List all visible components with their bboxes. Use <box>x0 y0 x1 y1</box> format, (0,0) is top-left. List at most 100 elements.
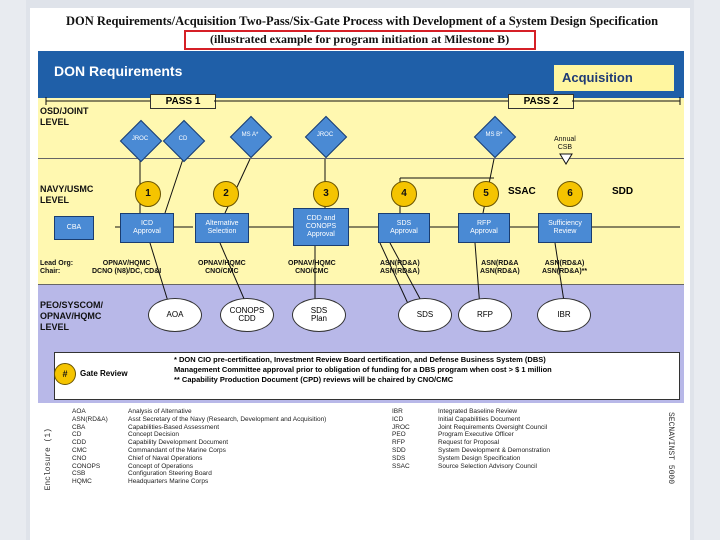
level-navy-line1: NAVY/USMC <box>40 184 94 194</box>
glossary-def: Analysis of Alternative <box>128 408 192 415</box>
lead-col-2-chair: CNO/CMC <box>205 268 239 275</box>
note-line-1: * DON CIO pre-certification, Investment … <box>174 355 546 364</box>
cdd-and-label: CDD and <box>306 215 336 222</box>
sufficiency-label: Sufficiency <box>548 220 582 227</box>
rfp-approval-box: RFP Approval <box>458 213 510 243</box>
lead-col-5-chair: ASN(RD&A) <box>480 268 520 275</box>
ms-b-label: MS B* <box>485 132 503 138</box>
lead-col-6: ASN(RD&A) ASN(RD&A)** <box>542 260 587 276</box>
alternative-selection-box: Alternative Selection <box>195 213 249 243</box>
glossary-abbr: ICD <box>392 415 404 423</box>
glossary-def: Joint Requirements Oversight Council <box>438 423 548 431</box>
slide-left-edge <box>0 0 26 540</box>
glossary-def: Concept Decision <box>128 431 179 439</box>
cdd-approval-label: Approval <box>307 231 335 238</box>
glossary-abbr: CNO <box>72 454 87 462</box>
glossary-abbr: AOA <box>72 408 86 415</box>
requirements-heading: DON Requirements <box>54 63 183 79</box>
glossary-abbr: ASN(RD&A) <box>72 415 108 423</box>
annual-csb-label: Annual CSB <box>554 136 576 152</box>
gate-4-circle: 4 <box>391 181 417 207</box>
level-divider <box>38 284 684 285</box>
ms-a-label: MS A* <box>241 132 259 138</box>
cdd-conops-approval-box: CDD and CONOPS Approval <box>293 208 349 246</box>
icd-approval-box: ICD Approval <box>120 213 174 243</box>
gate-6-circle: 6 <box>557 181 583 207</box>
note-line-2: Management Committee approval prior to o… <box>174 365 552 374</box>
glossary-abbr: SDS <box>392 454 406 462</box>
glossary-abbr: SSAC <box>392 462 410 470</box>
lead-col-6-org: ASN(RD&A) <box>544 260 585 267</box>
lead-col-4-org: ASN(RD&A) <box>380 260 420 267</box>
glossary-def: Chief of Naval Operations <box>128 454 203 462</box>
level-peo-line2: OPNAV/HQMC <box>40 311 102 321</box>
annual-label: Annual <box>554 136 576 143</box>
ibr-oval: IBR <box>537 298 591 332</box>
chair-text: Chair: <box>40 268 61 275</box>
lead-col-4: ASN(RD&A) ASN(RD&A) <box>380 260 420 276</box>
lead-col-4-chair: ASN(RD&A) <box>380 268 420 275</box>
glossary-abbr: CD <box>72 431 82 439</box>
slide-right-edge <box>694 0 720 540</box>
level-osd: OSD/JOINT LEVEL <box>40 106 89 128</box>
glossary-def: Initial Capabilities Document <box>438 415 521 423</box>
acquisition-heading-box: Acquisition <box>554 65 674 91</box>
lead-col-5: ASN(RD&A ASN(RD&A) <box>480 260 520 276</box>
glossary-def: Commandant of the Marine Corps <box>128 446 226 454</box>
lead-col-2: OPNAV/HQMC CNO/CMC <box>198 260 246 276</box>
glossary-abbr: JROC <box>392 423 410 431</box>
level-osd-line1: OSD/JOINT <box>40 106 89 116</box>
csb-label: CSB <box>557 144 573 151</box>
level-navy: NAVY/USMC LEVEL <box>40 184 93 206</box>
level-osd-line2: LEVEL <box>40 117 70 127</box>
lead-col-6-chair: ASN(RD&A)** <box>542 268 588 275</box>
glossary-abbr: RFP <box>392 439 405 447</box>
icd-approval-label: Approval <box>133 228 161 235</box>
gate-1-circle: 1 <box>135 181 161 207</box>
sds-plan-sds-label: SDS <box>310 306 328 315</box>
glossary-def: Program Executive Officer <box>438 431 514 439</box>
glossary-abbr: CBA <box>72 423 86 431</box>
rfp-oval: RFP <box>458 298 512 332</box>
lead-org-text: Lead Org: <box>40 260 74 267</box>
conops-cdd-oval: CONOPS CDD <box>220 298 274 332</box>
glossary-left-abbr: AOA ASN(RD&A) CBA CD CDD CMC CNO CONOPS … <box>72 408 108 486</box>
document-page: DON Requirements/Acquisition Two-Pass/Si… <box>30 8 690 540</box>
rfp-approval-label: Approval <box>470 228 498 235</box>
conops-oval-label: CONOPS <box>229 306 265 315</box>
cdd-oval-label: CDD <box>238 314 256 323</box>
glossary-left-def: Analysis of Alternative Asst Secretary o… <box>128 408 326 486</box>
review-label: Review <box>553 228 577 235</box>
glossary-abbr: IBR <box>392 408 403 415</box>
conops-label: CONOPS <box>305 223 337 230</box>
glossary-right-def: Integrated Baseline Review Initial Capab… <box>438 408 550 470</box>
glossary-abbr: SDD <box>392 446 406 454</box>
glossary-abbr: PEO <box>392 431 406 439</box>
lead-col-3: OPNAV/HQMC CNO/CMC <box>288 260 336 276</box>
gate-legend-label: Gate Review <box>80 369 128 378</box>
ibr-oval-label: IBR <box>557 310 571 319</box>
sds-plan-plan-label: Plan <box>310 314 327 323</box>
secnav-label: SECNAVINST 5000 <box>666 412 675 485</box>
sds-box-label: SDS <box>396 220 412 227</box>
notes-text: * DON CIO pre-certification, Investment … <box>174 355 552 385</box>
glossary-def: Source Selection Advisory Council <box>438 462 537 470</box>
cd-label: CD <box>178 136 188 142</box>
glossary-def: Integrated Baseline Review <box>438 408 518 415</box>
lead-col-3-chair: CNO/CMC <box>295 268 329 275</box>
enclosure-label: Enclosure (1) <box>44 428 53 491</box>
highlight-box <box>184 30 536 50</box>
gate-5-circle: 5 <box>473 181 499 207</box>
gate-legend-symbol: # <box>54 363 76 385</box>
note-line-3: ** Capability Production Document (CPD) … <box>174 375 454 384</box>
glossary-abbr: CMC <box>72 446 87 454</box>
ssac-label: SSAC <box>508 186 536 197</box>
sufficiency-review-box: Sufficiency Review <box>538 213 592 243</box>
glossary-def: Asst Secretary of the Navy (Research, De… <box>128 415 327 423</box>
sdd-label: SDD <box>612 186 634 197</box>
pass-1-label: PASS 1 <box>150 94 216 109</box>
diagram-title: DON Requirements/Acquisition Two-Pass/Si… <box>66 14 659 28</box>
level-divider <box>38 158 684 159</box>
lead-col-5-org: ASN(RD&A <box>481 260 519 267</box>
glossary-def: System Design Specification <box>438 454 521 462</box>
